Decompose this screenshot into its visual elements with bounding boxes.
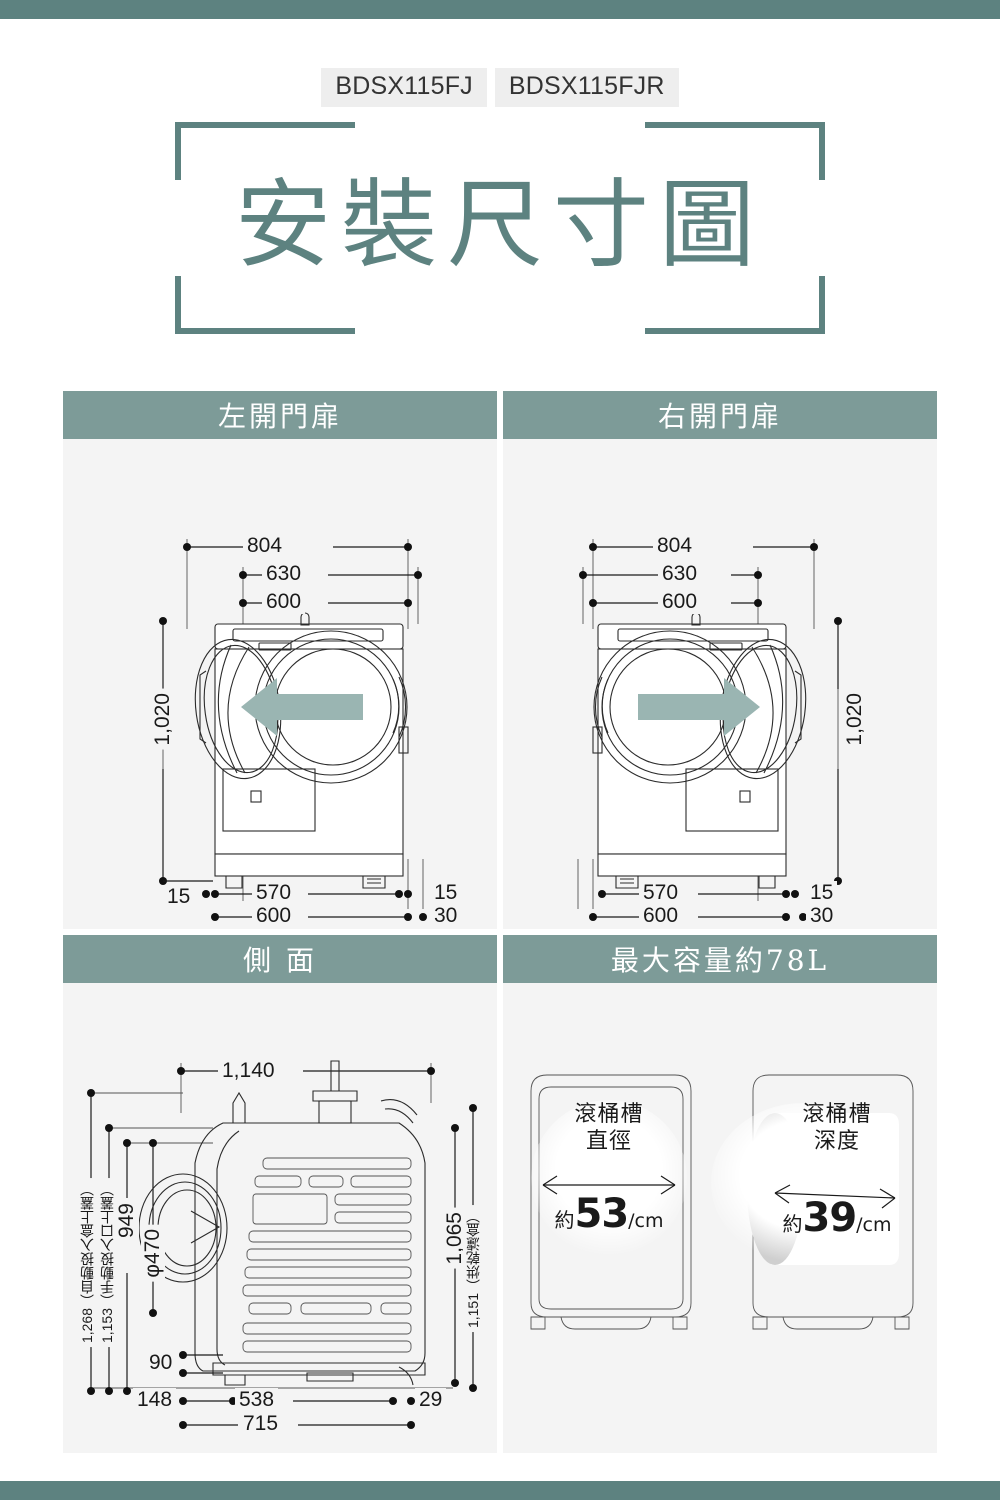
title-frame: 安裝尺寸圖 bbox=[175, 122, 825, 334]
dim-side-diameter-470: φ470 bbox=[141, 1225, 165, 1282]
dim-side-29: 29 bbox=[415, 1388, 447, 1412]
dim-right-600: 600 bbox=[658, 590, 702, 614]
panel-capacity-body: 滾桶槽 直徑 約53/cm 滾桶槽 深度 約39/cm bbox=[503, 983, 937, 1453]
dim-side-715: 715 bbox=[239, 1412, 283, 1436]
capacity-card-depth: 滾桶槽 深度 bbox=[751, 1101, 923, 1155]
dim-left-630: 630 bbox=[262, 562, 306, 586]
left-door-drawing bbox=[159, 539, 427, 921]
dim-right-height-1020: 1,020 bbox=[843, 689, 867, 750]
dim-right-570: 570 bbox=[639, 881, 683, 905]
door-swing-arrow bbox=[638, 678, 760, 736]
frame-corner-bottom-right-horizontal bbox=[645, 328, 825, 334]
panel-left-door: 左開門扉 bbox=[63, 391, 500, 929]
capacity-depth-prefix: 約 bbox=[782, 1212, 803, 1236]
page-title: 安裝尺寸圖 bbox=[235, 169, 765, 281]
dim-side-1151: 1,151（烘乾濾盒） bbox=[463, 1205, 483, 1333]
capacity-depth-value: 39 bbox=[802, 1195, 857, 1241]
panel-side-view: 側 面 bbox=[63, 935, 500, 1453]
dim-side-538: 538 bbox=[235, 1388, 279, 1412]
dim-side-148: 148 bbox=[133, 1388, 177, 1412]
dim-left-600-bottom: 600 bbox=[252, 904, 296, 928]
dim-left-600: 600 bbox=[262, 590, 306, 614]
panel-capacity-header: 最大容量約78L bbox=[503, 935, 937, 983]
panel-right-door: 右開門扉 bbox=[500, 391, 937, 929]
frame-corner-bottom-left-vertical bbox=[175, 276, 181, 334]
frame-corner-top-left-horizontal bbox=[175, 122, 355, 128]
frame-corner-bottom-left-horizontal bbox=[175, 328, 355, 334]
dim-right-804: 804 bbox=[653, 534, 697, 558]
door-swing-arrow bbox=[241, 678, 363, 736]
panel-capacity: 最大容量約78L bbox=[500, 935, 937, 1453]
capacity-depth-title-1: 滾桶槽 bbox=[802, 1102, 872, 1127]
dim-side-1268: 1,268（自動投入盒上蓋） bbox=[77, 1178, 97, 1348]
dim-left-right-gap-30: 30 bbox=[430, 904, 462, 928]
dim-left-right-gap-15: 15 bbox=[430, 881, 462, 905]
capacity-diameter-title-1: 滾桶槽 bbox=[574, 1102, 644, 1127]
capacity-depth-value-row: 約39/cm bbox=[751, 1195, 923, 1241]
capacity-diameter-value: 53 bbox=[574, 1191, 629, 1237]
panel-grid: 左開門扉 bbox=[63, 391, 937, 1453]
panel-left-door-header: 左開門扉 bbox=[63, 391, 497, 439]
dim-right-gap-15: 15 bbox=[806, 881, 838, 905]
panel-side-view-header: 側 面 bbox=[63, 935, 497, 983]
dim-side-949: 949 bbox=[115, 1199, 139, 1243]
frame-corner-top-left-vertical bbox=[175, 122, 181, 180]
panel-right-door-header: 右開門扉 bbox=[503, 391, 937, 439]
dim-side-90: 90 bbox=[145, 1351, 177, 1375]
frame-corner-top-right-vertical bbox=[819, 122, 825, 180]
capacity-diameter-prefix: 約 bbox=[554, 1208, 575, 1232]
dim-right-630: 630 bbox=[658, 562, 702, 586]
panel-left-door-body: 804 630 600 1,020 15 570 600 15 30 bbox=[63, 439, 497, 929]
right-door-drawing bbox=[577, 539, 842, 921]
capacity-diameter-value-row: 約53/cm bbox=[523, 1191, 695, 1237]
model-chip-2: BDSX115FJR bbox=[494, 68, 679, 107]
capacity-depth-title-2: 深度 bbox=[813, 1129, 860, 1154]
dim-left-804: 804 bbox=[243, 534, 287, 558]
capacity-diameter-unit: /cm bbox=[628, 1210, 664, 1232]
dim-right-gap-30: 30 bbox=[806, 904, 838, 928]
dim-side-1140: 1,140 bbox=[218, 1059, 279, 1083]
model-chip-1: BDSX115FJ bbox=[321, 68, 487, 107]
bottom-accent-bar bbox=[0, 1481, 1000, 1500]
panel-right-door-body: 804 630 600 1,020 570 600 15 30 bbox=[503, 439, 937, 929]
frame-corner-bottom-right-vertical bbox=[819, 276, 825, 334]
frame-corner-top-right-horizontal bbox=[645, 122, 825, 128]
dim-right-600-bottom: 600 bbox=[639, 904, 683, 928]
dim-left-height-1020: 1,020 bbox=[151, 689, 175, 750]
capacity-card-diameter: 滾桶槽 直徑 bbox=[523, 1101, 695, 1155]
dim-left-570: 570 bbox=[252, 881, 296, 905]
capacity-diameter-title-2: 直徑 bbox=[585, 1129, 632, 1154]
model-badge-row: BDSX115FJ BDSX115FJR bbox=[0, 68, 1000, 107]
capacity-depth-unit: /cm bbox=[856, 1214, 892, 1236]
capacity-drawing bbox=[530, 1074, 914, 1330]
dim-left-gap-15: 15 bbox=[163, 885, 195, 909]
dim-side-1153: 1,153（手動投入口上蓋） bbox=[97, 1178, 117, 1348]
top-accent-bar bbox=[0, 0, 1000, 19]
panel-side-view-body: 1,140 1,268（自動投入盒上蓋） 1,153（手動投入口上蓋） 949 … bbox=[63, 983, 497, 1453]
